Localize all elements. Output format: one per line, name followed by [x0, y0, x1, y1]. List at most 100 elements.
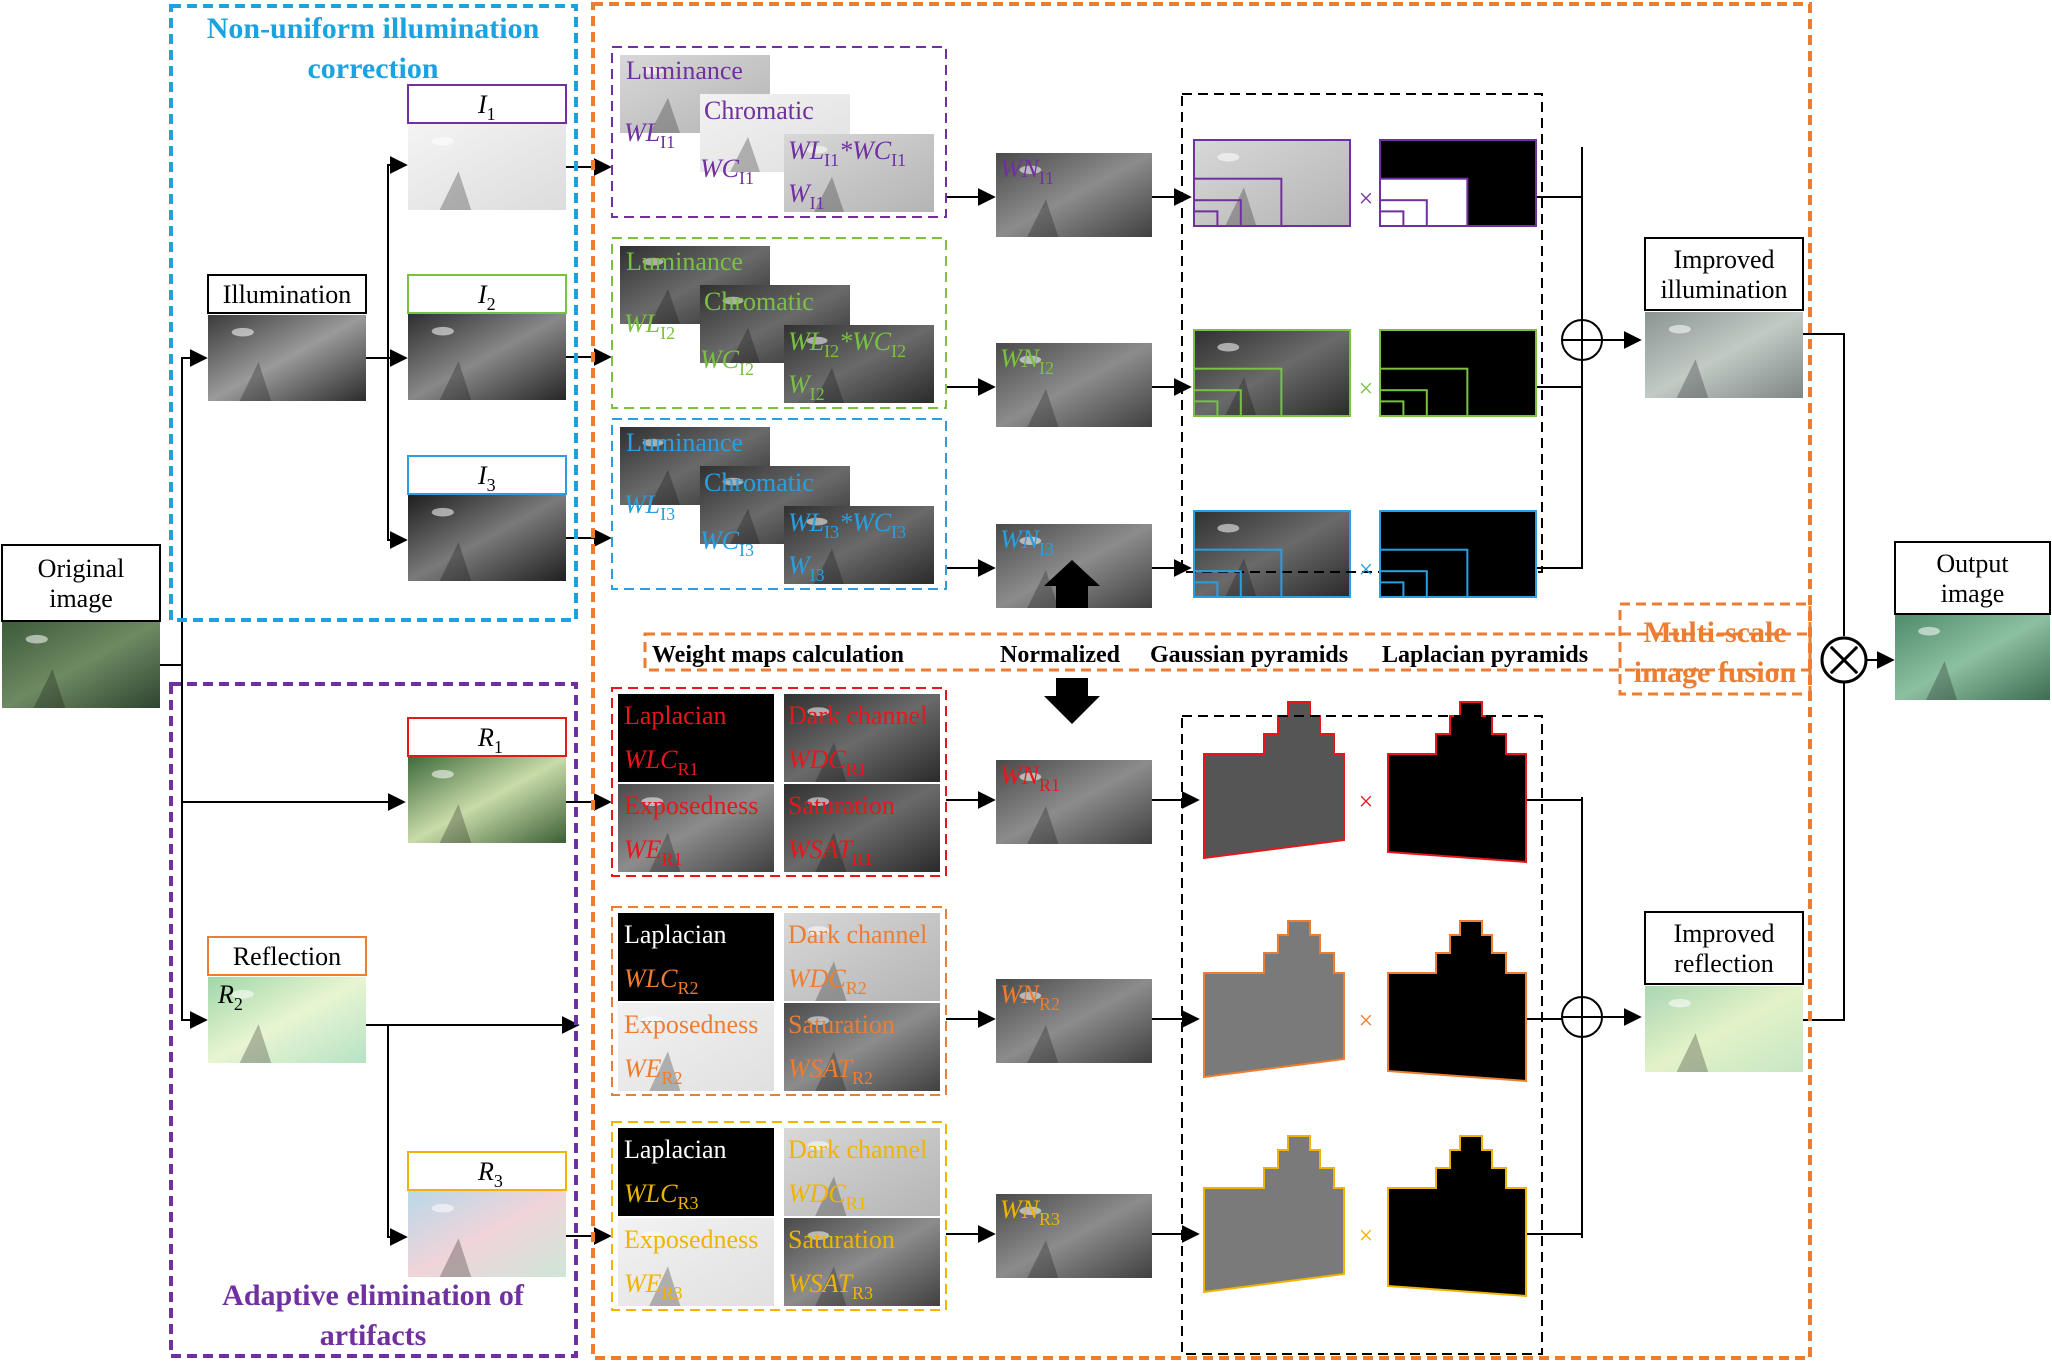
shadow-shape [814, 367, 844, 403]
laplacian-pyramid-refl-1 [1387, 701, 1527, 864]
wn-label-refl-3-sub: R3 [1039, 1209, 1060, 1229]
wdc-label-2-sub: R2 [846, 978, 867, 998]
wl-label-3-base: WL [624, 490, 660, 519]
wl-label-3-sub: I3 [660, 504, 675, 524]
illumination-image [208, 315, 366, 401]
illum-row-image-3-fill [408, 495, 566, 581]
sum-operator [1561, 319, 1603, 361]
illum-weight-box-1 [611, 46, 947, 218]
fish-shape [25, 634, 48, 644]
w-label-3-sub: I3 [810, 565, 825, 585]
original-image-fill [2, 622, 160, 708]
shadow-shape [650, 469, 680, 505]
improved-illumination-label-text: illumination [1660, 275, 1787, 304]
normalized-map-illum-2-fill [996, 343, 1152, 427]
normalized-map-illum-1-fill [996, 153, 1152, 237]
weight-chromatic-label: Chromatic [704, 468, 814, 497]
wlc-label-3-base: WLC [624, 1179, 678, 1208]
sum-operator [1561, 996, 1603, 1038]
fish-shape [431, 769, 454, 779]
wlc-label-3: WLCR3 [624, 1179, 698, 1213]
shadow-shape [814, 548, 844, 584]
wdc-label-3-sub: R1 [846, 1193, 867, 1213]
product-part: *WC [839, 327, 892, 356]
fish-shape [231, 989, 254, 999]
weight-dark-channel-label: Dark channel [788, 920, 927, 949]
wl-wc-product-2: WLI2*WCI2 [788, 327, 906, 361]
wc-label-2-base: WC [700, 345, 740, 374]
we-label-3-sub: R3 [662, 1283, 683, 1303]
weight-map-2 [784, 325, 934, 403]
refl-row-label-3: R3 [477, 1157, 503, 1191]
illum-row-label-2-base: I [477, 280, 488, 309]
shadow-shape [1027, 570, 1059, 608]
exposedness-weight-map [618, 1003, 774, 1091]
illum-row-label-box [407, 84, 567, 124]
weight-laplacian-label: Laplacian [624, 920, 727, 949]
illum-row-label-2: I2 [477, 280, 496, 314]
wc-label-3: WCI3 [700, 526, 754, 560]
fish-shape [642, 257, 664, 266]
shadow-shape [1027, 199, 1059, 237]
fish-shape [1019, 355, 1042, 364]
wsat-label-2-base: WSAT [788, 1054, 854, 1083]
stage-label-weight-maps: Weight maps calculation [652, 642, 904, 668]
fish-shape [1217, 342, 1240, 352]
multiply-sign: × [1359, 374, 1374, 403]
improved-illumination-label [1644, 237, 1804, 311]
shadow-shape [239, 362, 272, 401]
shadow-shape [1926, 661, 1957, 700]
shadow-shape [439, 1238, 472, 1277]
wc-label-3-sub: I3 [739, 540, 754, 560]
illum-row-image-3 [408, 495, 566, 581]
refl-row-label-3-sub: 3 [494, 1171, 503, 1191]
shadow-shape [815, 1051, 847, 1091]
wc-label-3-base: WC [700, 526, 740, 555]
shadow-shape [815, 742, 847, 782]
refl-row-label-box [407, 717, 567, 757]
multiply-sign: × [1359, 1006, 1374, 1035]
wsat-label-3-base: WSAT [788, 1269, 854, 1298]
illum-row-label-3-base: I [477, 461, 488, 490]
refl-row-label-box [407, 1151, 567, 1191]
wn-label-refl-3-base: WN [1000, 1195, 1041, 1224]
shadow-shape [649, 832, 681, 872]
laplacian-weight-map [618, 1128, 774, 1216]
fish-shape [642, 438, 664, 447]
wl-label-1: WLI1 [624, 118, 675, 152]
fusion-title-frame [1618, 602, 1812, 696]
original-image-label-text: image [49, 584, 113, 613]
shadow-shape [815, 1266, 847, 1306]
fish-shape [431, 136, 454, 146]
we-label-3: WER3 [624, 1269, 683, 1303]
shadow-shape [730, 136, 760, 172]
wsat-label-1-sub: R1 [852, 849, 873, 869]
w-label-3: WI3 [788, 551, 825, 585]
wlc-label-1-sub: R1 [677, 759, 698, 779]
shadow-shape [439, 542, 472, 581]
weight-map-3-fill [784, 506, 934, 584]
wl-wc-product-3: WLI3*WCI3 [788, 508, 906, 542]
fish-shape [642, 66, 664, 75]
reflection-label [207, 936, 367, 976]
artifacts-section-frame [169, 682, 578, 1358]
fish-shape [641, 1231, 664, 1240]
w-label-1-base: W [788, 179, 812, 208]
dark-channel-weight-map [784, 694, 940, 782]
normalized-map-illum-2 [996, 343, 1152, 427]
exposedness-weight-map [618, 784, 774, 872]
wn-label-illum-3-sub: I3 [1039, 539, 1054, 559]
product-part: I1 [824, 150, 839, 170]
fish-shape [1668, 324, 1691, 334]
shadow-shape [1027, 1025, 1059, 1063]
fish-shape [722, 296, 744, 305]
fish-shape [807, 1231, 830, 1240]
weight-luminance-label: Luminance [626, 56, 743, 85]
wn-label-refl-3: WNR3 [1000, 1195, 1060, 1229]
w-label-1: WI1 [788, 179, 825, 213]
illum-row-label-box [407, 274, 567, 314]
wc-label-2-sub: I2 [739, 359, 754, 379]
shadow-shape [814, 176, 844, 212]
shadow-shape [650, 288, 680, 324]
